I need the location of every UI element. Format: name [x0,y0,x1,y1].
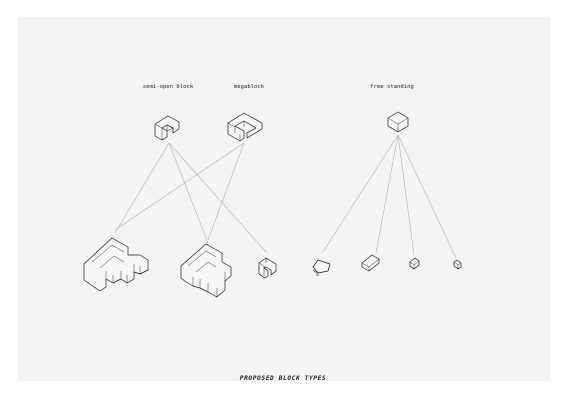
label-megablock: megablock [233,84,265,90]
free-standing-icon [387,111,409,133]
drawing-sheet [18,17,550,381]
megablock-large-icon [180,243,232,298]
connector-line [168,142,267,253]
connector-line [114,142,170,234]
semi-open-block-small-icon [258,257,277,279]
label-semi-open-block: semi-open block [142,84,194,90]
connector-line [114,142,245,231]
connection-lines [114,134,457,259]
megablock-icon [227,112,263,142]
free-standing-variant-4-icon [453,259,462,270]
free-standing-variant-2-icon [361,254,380,272]
free-standing-variant-1-icon [312,259,331,277]
connector-line [397,134,415,256]
semi-open-block-large-icon [83,237,149,292]
connector-line [168,142,209,244]
connector-line [207,142,245,241]
connector-line [375,134,399,254]
connector-line [322,134,399,253]
page-title: PROPOSED BLOCK TYPES [239,375,327,382]
free-standing-variant-3-icon [409,257,420,270]
connector-line [397,134,457,259]
label-free-standing: free standing [370,84,414,90]
semi-open-block-icon [154,115,180,141]
